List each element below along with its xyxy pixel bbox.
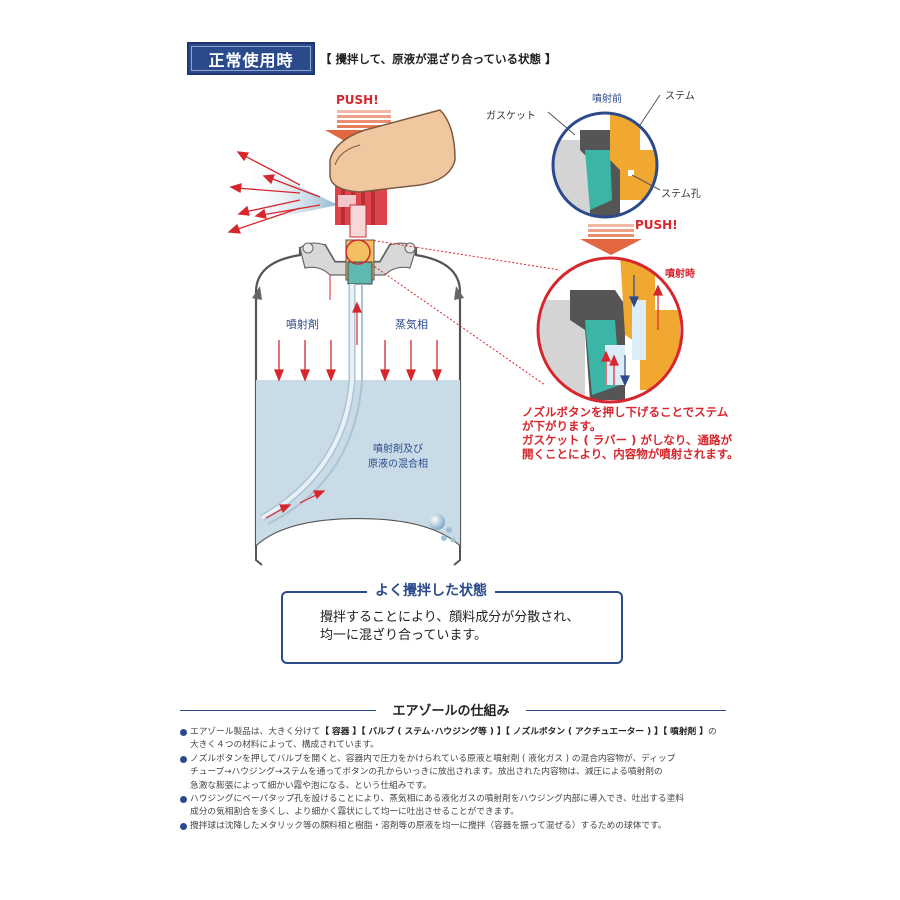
paragraph: ハウジングにベーパタップ孔を設けることにより、蒸気相にある液化ガスの噴射剤をハウ… <box>180 793 740 820</box>
spray-arrows <box>227 151 321 234</box>
aerosol-diagram <box>227 94 684 566</box>
push-label: PUSH! <box>336 93 379 107</box>
explanation-line: 開くことにより、内容物が噴射されます。 <box>522 447 739 461</box>
push-label-2: PUSH! <box>635 218 678 232</box>
state-box-text: 攪拌することにより、顔料成分が分散され、 均一に混ざり合っています。 <box>320 609 610 645</box>
vapor-phase-label: 蒸気相 <box>395 318 428 331</box>
explanation-line: が下がります。 <box>522 419 602 433</box>
stem-hole-label: ステム孔 <box>661 189 701 200</box>
state-line: 均一に混ざり合っています。 <box>320 628 488 643</box>
spray-explanation: ノズルボタンを押し下げることでステム が下がります。 ガスケット ( ラバー )… <box>522 405 772 461</box>
state-box-title: よく攪拌した状態 <box>367 580 495 600</box>
mode-caption: 【 攪拌して、原液が混ざり合っている状態 】 <box>320 52 557 66</box>
state-line: 攪拌することにより、顔料成分が分散され、 <box>320 610 580 625</box>
explanation-line: ノズルボタンを押し下げることでステム <box>522 405 729 419</box>
push-arrow-2 <box>580 224 642 255</box>
mode-label: 正常使用時 <box>187 42 315 75</box>
explanation-line: ガスケット ( ラバー ) がしなり、通路が <box>522 433 732 447</box>
propellant-label: 噴射剤 <box>286 318 319 331</box>
paragraph: エアゾール製品は、大きく分けて【 容器 】【 バルブ ( ステム･ハウジング等 … <box>180 726 740 753</box>
aerosol-can <box>252 239 464 566</box>
agitator-ball <box>429 514 445 530</box>
zoom-before-spray <box>547 94 661 219</box>
during-spray-label: 噴射時 <box>665 269 695 280</box>
mixed-phase-label-2: 原液の混合相 <box>368 459 428 470</box>
mechanism-description: エアゾール製品は、大きく分けて【 容器 】【 バルブ ( ステム･ハウジング等 … <box>180 726 740 833</box>
before-spray-label: 噴射前 <box>592 94 622 105</box>
bullet-icon <box>180 822 187 830</box>
bullet-icon <box>180 796 187 804</box>
bullet-icon <box>180 729 187 736</box>
paragraph: 攪拌球は沈降したメタリック等の顔料相と樹脂・溶剤等の原液を均一に攪拌（容器を振っ… <box>180 820 740 833</box>
spray-mist <box>240 165 338 225</box>
zoom-during-spray <box>536 256 684 404</box>
gasket-label: ガスケット <box>486 111 536 122</box>
paragraph: ノズルボタンを押してバルブを開くと、容器内で圧力をかけられている原液と噴射剤 (… <box>180 753 740 793</box>
section-title: エアゾールの仕組み <box>376 700 526 719</box>
mixed-phase-label-1: 噴射剤及び <box>373 444 423 455</box>
stem-label: ステム <box>665 91 695 102</box>
finger <box>329 109 456 193</box>
bullet-icon <box>180 755 187 763</box>
